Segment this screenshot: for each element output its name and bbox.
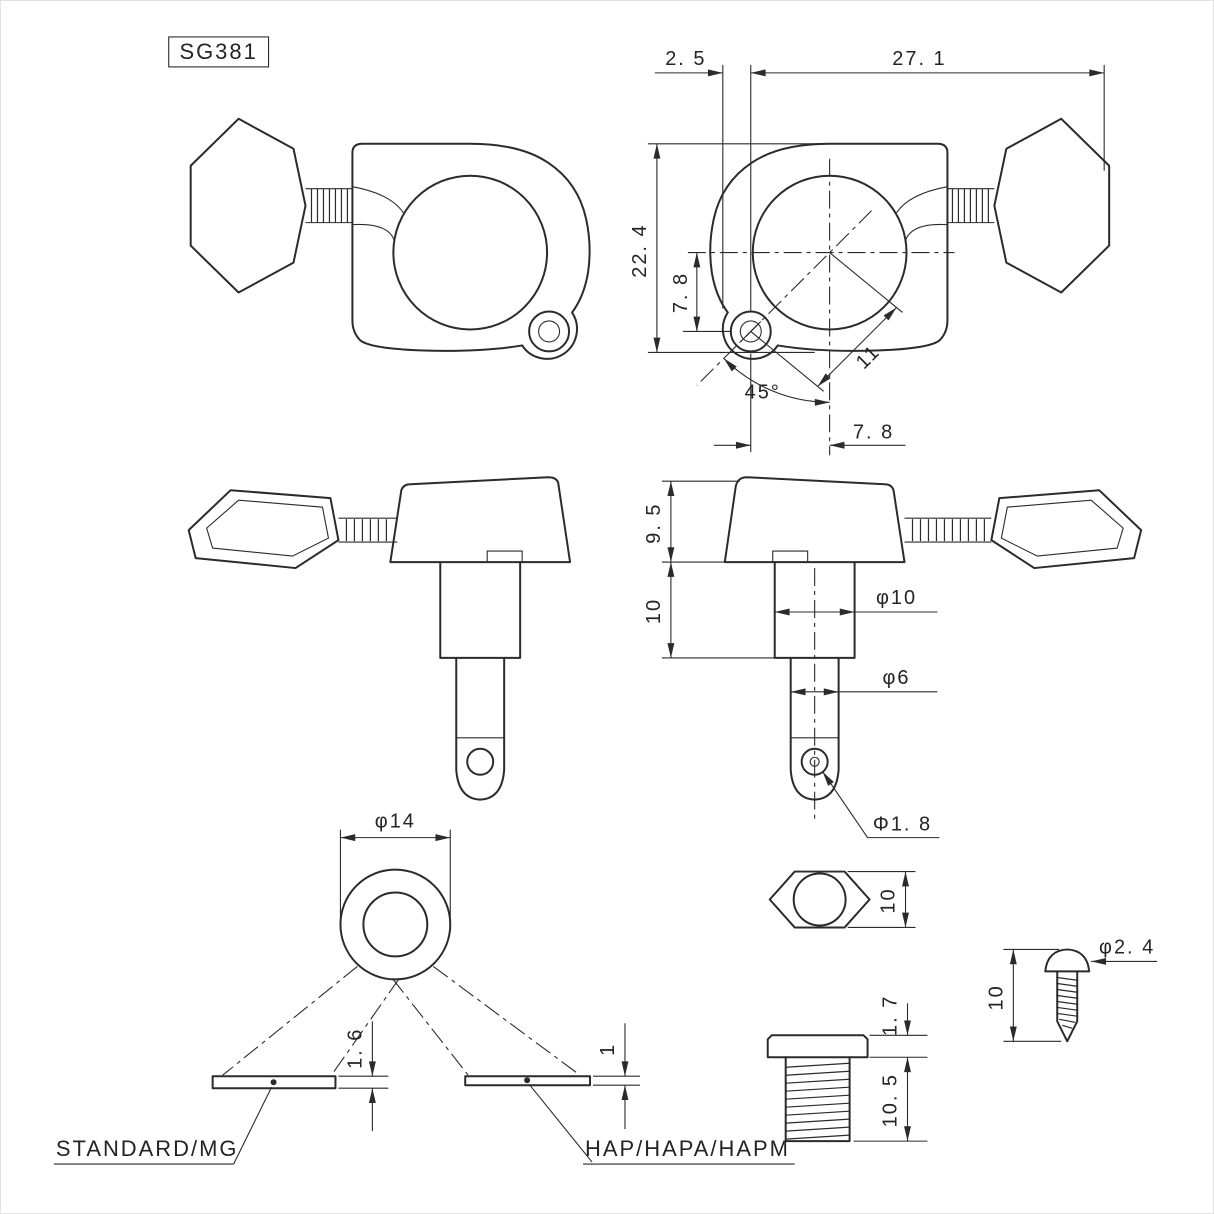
extension-lines-left: [661, 480, 779, 659]
housing-top-outline: [389, 476, 572, 564]
dim-text-27-1: 27. 1: [892, 48, 946, 70]
washer-standard-section: [211, 1075, 337, 1090]
dim-text-screw-10: 10: [985, 984, 1007, 1010]
washer-outer-circle: [339, 868, 452, 981]
dim-text-10-5: 10. 5: [880, 1073, 902, 1127]
gear-housing-outline: [351, 142, 591, 360]
screw-thread-lines: [1056, 976, 1079, 1029]
extension-lines-diagonal: [750, 252, 903, 392]
part-number-box: [168, 36, 270, 68]
knob-shaft-ridges: [951, 188, 989, 223]
front-view-left: [189, 117, 591, 360]
leader-line-dia1-8: [822, 771, 940, 839]
mounting-screw-view: 10 φ2. 4: [985, 936, 1158, 1043]
washer-detail: φ14 1. 6 1 STANDARD/MG HAP/HAPA/HAPM: [53, 811, 795, 1165]
housing-step-notch: [486, 550, 523, 563]
diagonal-centerline: [696, 210, 872, 386]
dim-text-10: 10: [643, 598, 665, 624]
hex-nut-view: 10: [768, 870, 916, 929]
extension-lines-1-6: [338, 1075, 389, 1089]
dim-text-22-4: 22. 4: [629, 223, 651, 277]
label-standard-mg: STANDARD/MG: [56, 1136, 239, 1161]
tuning-knob-side: [993, 117, 1111, 294]
housing-step-notch: [772, 550, 809, 563]
extension-lines-bushing: [853, 1034, 928, 1142]
housing-fillet-lines: [896, 186, 948, 241]
dim-text-2-5: 2. 5: [665, 48, 706, 70]
label-leader: [528, 1083, 593, 1163]
hex-nut-bore: [792, 872, 847, 927]
dim-text-7-8-v: 7. 8: [670, 272, 692, 313]
extension-lines-screw: [1003, 948, 1062, 1042]
housing-fillet-lines: [352, 186, 404, 241]
bushing-flange: [766, 1034, 869, 1059]
housing-top-outline: [723, 476, 906, 564]
dimension-line-11: [817, 307, 897, 387]
dim-text-1-6: 1. 6: [344, 1028, 366, 1069]
front-view-right: 2. 5 27. 1 22. 4 7. 8 45° 11 7. 8: [629, 48, 1111, 456]
leader-dot: [270, 1079, 277, 1086]
string-post-tip: [455, 656, 506, 801]
hex-nut-outline: [768, 870, 871, 929]
knob-shaft-ridges: [310, 188, 349, 223]
projection-line: [331, 978, 400, 1076]
screw-head: [1044, 948, 1091, 973]
knob-facet-line: [206, 499, 330, 557]
projection-line: [391, 978, 469, 1076]
washer-hap-section: [464, 1075, 592, 1087]
mount-screw-hole-inner: [739, 320, 762, 343]
knob-shaft-ridges: [345, 519, 387, 542]
dim-text-7-8-h: 7. 8: [853, 421, 894, 443]
angle-arc-45: [723, 358, 830, 406]
extension-lines-left: [647, 143, 820, 353]
extension-lines-top: [722, 64, 1105, 313]
knob-shaft-edges: [904, 517, 992, 543]
projection-line: [222, 965, 358, 1076]
dim-text-9-5: 9. 5: [643, 502, 665, 543]
knob-facet-line: [1000, 499, 1124, 557]
string-post-base: [439, 561, 522, 659]
mount-screw-hole-outer: [528, 310, 571, 353]
label-hap-hapa-hapm: HAP/HAPA/HAPM: [585, 1136, 790, 1161]
dim-text-1-7: 1. 7: [880, 995, 902, 1036]
extension-lines-1: [593, 1075, 640, 1086]
screw-shank: [1056, 970, 1079, 1043]
dim-text-1: 1: [597, 1043, 619, 1056]
tuning-knob-top: [990, 489, 1143, 570]
tuning-knob-side: [189, 117, 307, 294]
threaded-bushing-view: 1. 7 10. 5: [766, 995, 928, 1143]
dim-text-45: 45°: [745, 381, 781, 403]
gear-cover-circle: [392, 174, 549, 331]
label-leader: [233, 1086, 273, 1165]
dim-text-11: 11: [852, 341, 885, 374]
knob-shaft-edges: [338, 517, 398, 543]
dim-text-dia6: φ6: [883, 667, 911, 689]
leader-dot: [524, 1077, 531, 1084]
projection-line: [432, 965, 581, 1076]
knob-shaft-ridges: [911, 519, 985, 542]
extension-lines-dia14: [339, 829, 451, 918]
tuning-knob-top: [187, 489, 340, 570]
part-number-label: SG381: [168, 36, 270, 68]
gear-housing-outline: [709, 142, 949, 360]
side-view-right: 9. 5 10 φ10 φ6 Φ1. 8: [643, 476, 1143, 839]
dim-text-dia2-4: φ2. 4: [1099, 936, 1155, 958]
mount-screw-hole-inner: [538, 320, 561, 343]
dim-text-dia14: φ14: [375, 811, 416, 833]
part-number-text: SG381: [179, 39, 257, 64]
dim-text-nut-10: 10: [878, 887, 900, 913]
side-view-left: [187, 476, 572, 801]
washer-inner-circle: [362, 891, 429, 958]
bushing-thread-lines: [785, 1062, 850, 1140]
dim-text-dia1-8: Φ1. 8: [873, 814, 932, 836]
dim-text-dia10: φ10: [876, 587, 917, 609]
string-hole: [466, 747, 495, 776]
